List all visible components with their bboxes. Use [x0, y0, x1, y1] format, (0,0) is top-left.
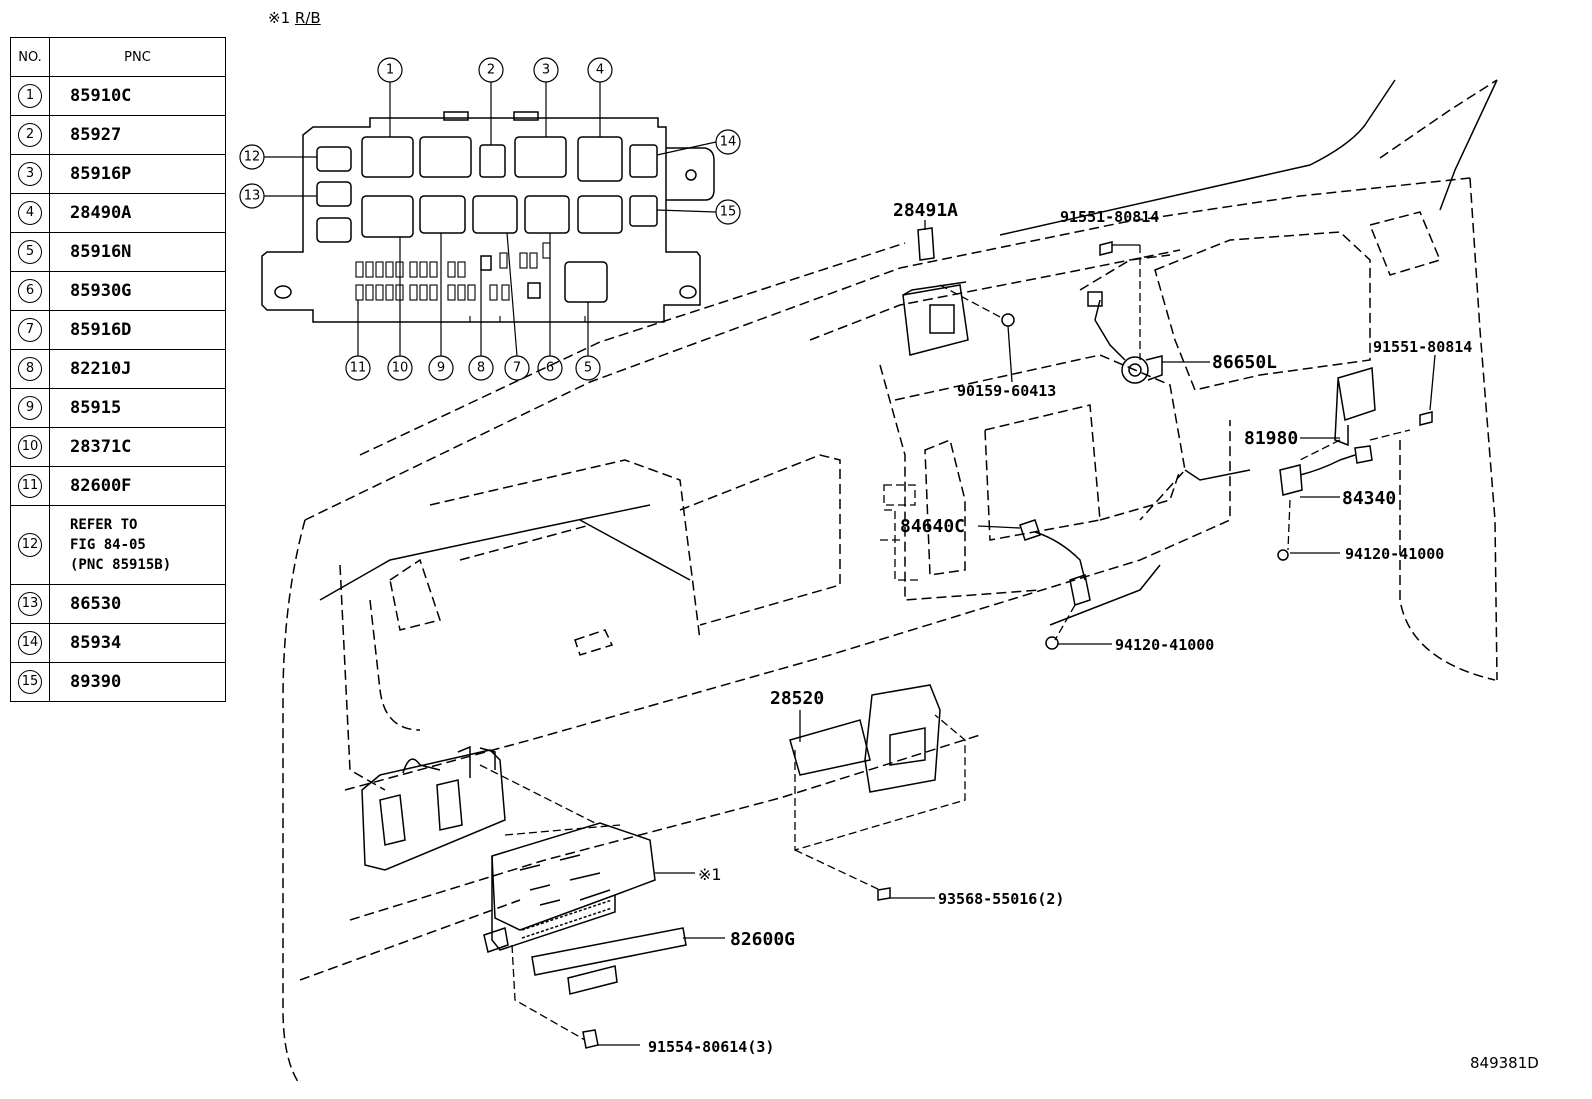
- label-relay-block-mark: ※1: [698, 865, 722, 884]
- row-number: 3: [18, 162, 42, 186]
- part-labels: 28491A 91551-80814 86650L 90159-60413 91…: [648, 200, 1539, 1072]
- row-pnc: 85916D: [49, 310, 226, 350]
- row-number: 2: [18, 123, 42, 147]
- callout-14: 14: [720, 135, 737, 150]
- row-pnc: 85910C: [49, 76, 226, 116]
- row-number: 5: [18, 240, 42, 264]
- table-row: 7 85916D: [10, 310, 226, 350]
- table-row: 6 85930G: [10, 271, 226, 311]
- row-pnc: 85916P: [49, 154, 226, 194]
- row-number: 12: [18, 533, 42, 557]
- table-row: 13 86530: [10, 584, 226, 624]
- row-pnc: 82600F: [49, 466, 226, 506]
- label-82600g: 82600G: [730, 929, 795, 950]
- label-90159-60413: 90159-60413: [957, 382, 1056, 400]
- row-pnc: 85927: [49, 115, 226, 155]
- callout-5: 5: [584, 361, 592, 376]
- label-91554-80614: 91554-80614(3): [648, 1038, 774, 1056]
- callout-15: 15: [720, 205, 737, 220]
- relay-block-assembly: [483, 822, 656, 953]
- row-number: 10: [18, 435, 42, 459]
- part-leaders: [479, 220, 1436, 1046]
- table-row: 14 85934: [10, 623, 226, 663]
- table-row: 12 REFER TO FIG 84-05 (PNC 85915B): [10, 505, 226, 585]
- table-row: 8 82210J: [10, 349, 226, 389]
- row-pnc: 85930G: [49, 271, 226, 311]
- row-number: 9: [18, 396, 42, 420]
- row-number: 7: [18, 318, 42, 342]
- computer-28520: [789, 684, 941, 793]
- row-number: 13: [18, 592, 42, 616]
- table-row: 9 85915: [10, 388, 226, 428]
- label-81980: 81980: [1244, 428, 1298, 449]
- label-plate-82600g: [531, 927, 687, 995]
- row-pnc: 86530: [49, 584, 226, 624]
- row-number: 4: [18, 201, 42, 225]
- table-row: 15 89390: [10, 662, 226, 702]
- callout-10: 10: [392, 361, 409, 376]
- row-number: 15: [18, 670, 42, 694]
- header-mark: ※1: [268, 9, 291, 27]
- col-no-header: NO.: [10, 37, 50, 77]
- row-pnc: 85915: [49, 388, 226, 428]
- row-number: 1: [18, 84, 42, 108]
- relay-block-outline: [261, 111, 715, 323]
- callout-4: 4: [596, 63, 604, 78]
- header-name: R/B: [294, 9, 321, 27]
- table-row: 4 28490A: [10, 193, 226, 233]
- row-number: 8: [18, 357, 42, 381]
- label-91551-80814-b: 91551-80814: [1373, 338, 1472, 356]
- horn-switch-81980: [1279, 367, 1376, 496]
- callout-3: 3: [542, 63, 550, 78]
- table-row: 2 85927: [10, 115, 226, 155]
- row-number: 11: [18, 474, 42, 498]
- label-86650l: 86650L: [1212, 352, 1277, 373]
- callout-2: 2: [487, 63, 495, 78]
- table-row: 1 85910C: [10, 76, 226, 116]
- relay-block-header: ※1 R/B: [268, 9, 321, 27]
- row-pnc: REFER TO FIG 84-05 (PNC 85915B): [49, 505, 226, 585]
- row-pnc: 85934: [49, 623, 226, 663]
- junction-block-bracket: [361, 745, 506, 871]
- label-84340: 84340: [1342, 488, 1396, 509]
- clock-spring-86650l: [1087, 291, 1163, 384]
- table-row: 3 85916P: [10, 154, 226, 194]
- callout-8: 8: [477, 361, 485, 376]
- row-number: 14: [18, 631, 42, 655]
- label-94120-41000-b: 94120-41000: [1115, 636, 1214, 654]
- row-number: 6: [18, 279, 42, 303]
- label-28520: 28520: [770, 688, 824, 709]
- dashboard-outline: [282, 79, 1498, 1086]
- relay-block-callouts: 1 2 3 4 5 6 7 8 9 10 11 12 13 14 15: [244, 63, 737, 376]
- table-row: 11 82600F: [10, 466, 226, 506]
- row-pnc: 82210J: [49, 349, 226, 389]
- label-94120-41000-a: 94120-41000: [1345, 545, 1444, 563]
- callout-9: 9: [437, 361, 445, 376]
- sensor-84640c: [1019, 519, 1091, 606]
- callout-1: 1: [386, 63, 394, 78]
- label-91551-80814-a: 91551-80814: [1060, 208, 1159, 226]
- callout-13: 13: [244, 189, 261, 204]
- callout-7: 7: [513, 361, 521, 376]
- callout-6: 6: [546, 361, 554, 376]
- label-93568-55016: 93568-55016(2): [938, 890, 1064, 908]
- figure-id: 849381D: [1470, 1054, 1539, 1072]
- label-28491a: 28491A: [893, 200, 958, 221]
- callout-11: 11: [350, 361, 367, 376]
- row-pnc: 89390: [49, 662, 226, 702]
- row-pnc: 28490A: [49, 193, 226, 233]
- module-28491a: [902, 227, 969, 356]
- dashboard-solid-edges: [319, 79, 1498, 626]
- label-84640c: 84640C: [900, 516, 965, 537]
- fasteners: [582, 241, 1433, 1049]
- callout-12: 12: [244, 150, 261, 165]
- relay-block-callout-leaders: [239, 57, 741, 381]
